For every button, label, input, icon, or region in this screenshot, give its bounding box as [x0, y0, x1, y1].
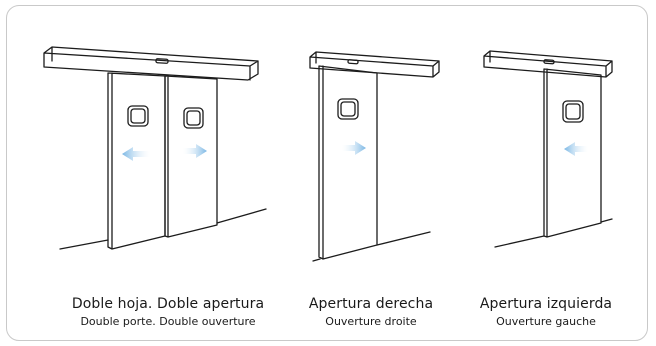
caption-main: Doble hoja. Doble apertura	[71, 296, 265, 312]
right-opening-diagram	[309, 51, 440, 262]
floor-line	[312, 231, 431, 262]
door-leaf	[318, 65, 378, 260]
rail	[43, 46, 259, 81]
rail-sensor	[155, 58, 169, 64]
caption-left-opening: Apertura izquierda Ouverture gauche	[466, 296, 626, 329]
left-opening-diagram	[483, 50, 613, 248]
rail	[309, 51, 440, 78]
caption-right-opening: Apertura derecha Ouverture droite	[298, 296, 444, 329]
caption-main: Apertura derecha	[308, 296, 434, 312]
left-arrow	[122, 147, 150, 161]
right-window	[183, 107, 204, 129]
door-window	[562, 100, 584, 123]
left-door-leaf	[107, 72, 166, 250]
floor-line	[494, 218, 613, 248]
rail	[483, 50, 613, 78]
caption-sub: Ouverture droite	[325, 315, 417, 328]
rail-sensor	[543, 59, 555, 65]
floor-line	[59, 208, 267, 250]
caption-double-door: Doble hoja. Doble apertura Double porte.…	[40, 296, 296, 329]
left-arrow	[564, 142, 588, 156]
left-window	[127, 105, 149, 127]
door-leaf	[543, 68, 602, 238]
caption-sub: Ouverture gauche	[496, 315, 596, 328]
right-arrow	[183, 144, 207, 158]
caption-sub: Double porte. Double ouverture	[80, 315, 256, 328]
caption-main: Apertura izquierda	[479, 296, 613, 312]
right-arrow	[342, 141, 366, 155]
rail-sensor	[347, 59, 359, 65]
right-door-leaf	[164, 75, 218, 238]
door-window	[337, 98, 359, 120]
double-door-diagram	[43, 46, 267, 250]
